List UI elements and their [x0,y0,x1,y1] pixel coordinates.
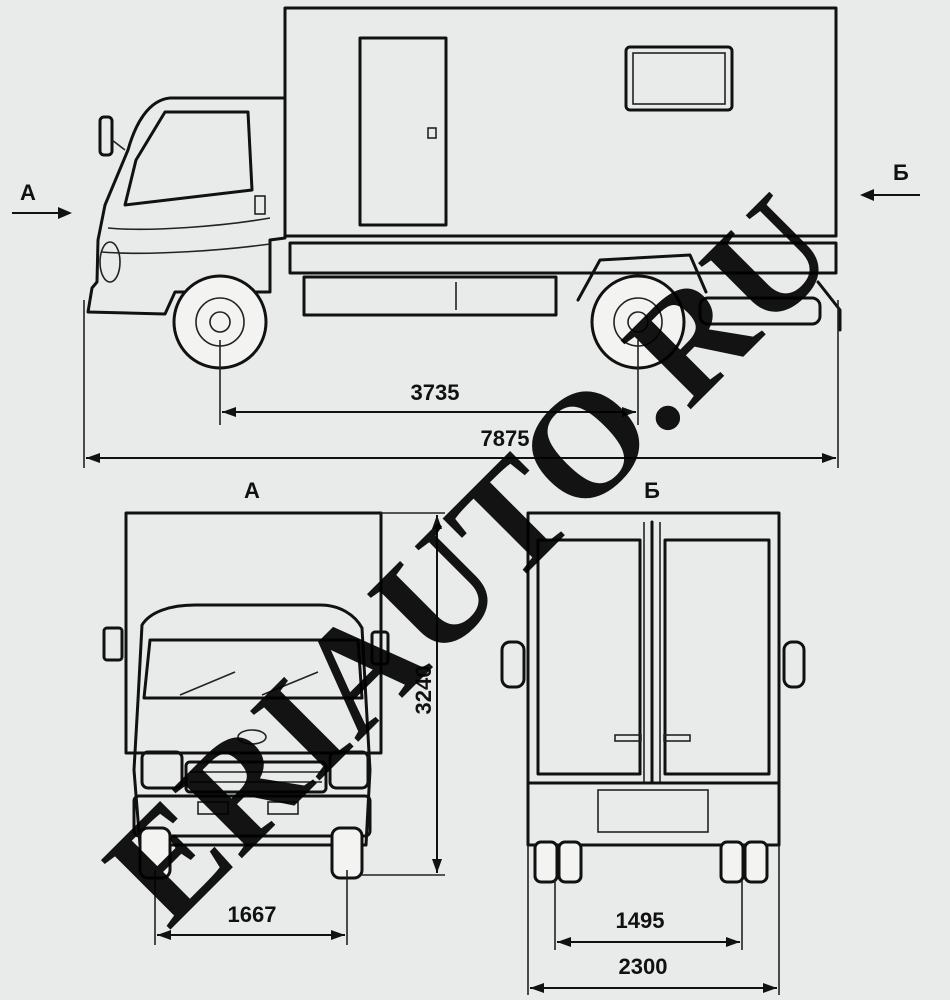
rear-tire-right-outer [743,840,769,884]
door-handle [427,127,437,139]
front-wheel-side [172,274,268,370]
front-bumper [132,794,372,838]
rear-view [500,511,806,884]
box-window-glass [632,52,726,105]
rear-door-right [663,538,771,776]
cab-bodyline [101,243,271,255]
door-handle-right [663,734,691,742]
dimension-rear-track: 1495 [554,880,743,950]
dimension-wheelbase: 3735 [219,340,639,425]
cab-beltline [107,217,271,231]
view-arrow-a: А [12,180,72,219]
rear-mirror-right [782,640,806,689]
fuel-tank [302,275,558,317]
wheelbase-value: 3735 [411,380,460,405]
wiper-right [261,671,319,696]
dimension-overall-height: 3240 [362,512,445,876]
windshield-front [142,638,364,700]
view-arrow-b: Б [860,160,920,201]
dimension-overall-length: 7875 [83,300,839,468]
box-side-door [358,36,448,227]
rear-tire-left-outer [533,840,559,884]
rear-door-left [536,538,642,776]
rear-fender [576,253,708,302]
foglight-left [197,801,229,815]
rear-view-label: Б [644,478,660,503]
overall-length-value: 7875 [481,426,530,451]
rear-mudflap [816,280,842,332]
view-marker-b: Б [893,160,909,185]
rear-bumper [698,296,822,326]
rear-axle-area [597,789,709,833]
mirror-right [370,630,390,666]
dimension-overall-width: 2300 [527,845,780,995]
rear-tire-right-inner [719,840,745,884]
wiper-left [179,671,236,696]
side-view [86,6,842,370]
door-handle-left [614,734,642,742]
front-view [102,511,390,880]
cab-front-outline [132,603,372,847]
headlight-left [140,750,184,790]
rear-track-value: 1495 [616,908,665,933]
rear-bumper-frame [526,781,781,847]
radiator-grille [184,760,328,794]
rear-mirror-left [500,640,526,689]
mirror-left [102,626,124,662]
rear-tire-left-inner [557,840,583,884]
view-marker-a: А [20,180,36,205]
overall-width-value: 2300 [619,954,668,979]
front-view-label: А [244,478,260,503]
overall-height-value: 3240 [411,666,436,715]
cab-door-handle [254,195,266,215]
mirror-arm [111,139,126,151]
side-mirror [98,115,114,157]
box-window [624,45,734,112]
headlight-right [328,750,370,790]
headlight-side [99,241,121,283]
brand-logo [237,729,267,745]
chassis-frame [288,241,838,275]
foglight-right [267,801,299,815]
cab-windshield [123,110,254,207]
dimension-front-track: 1667 [154,870,348,945]
front-track-value: 1667 [228,902,277,927]
